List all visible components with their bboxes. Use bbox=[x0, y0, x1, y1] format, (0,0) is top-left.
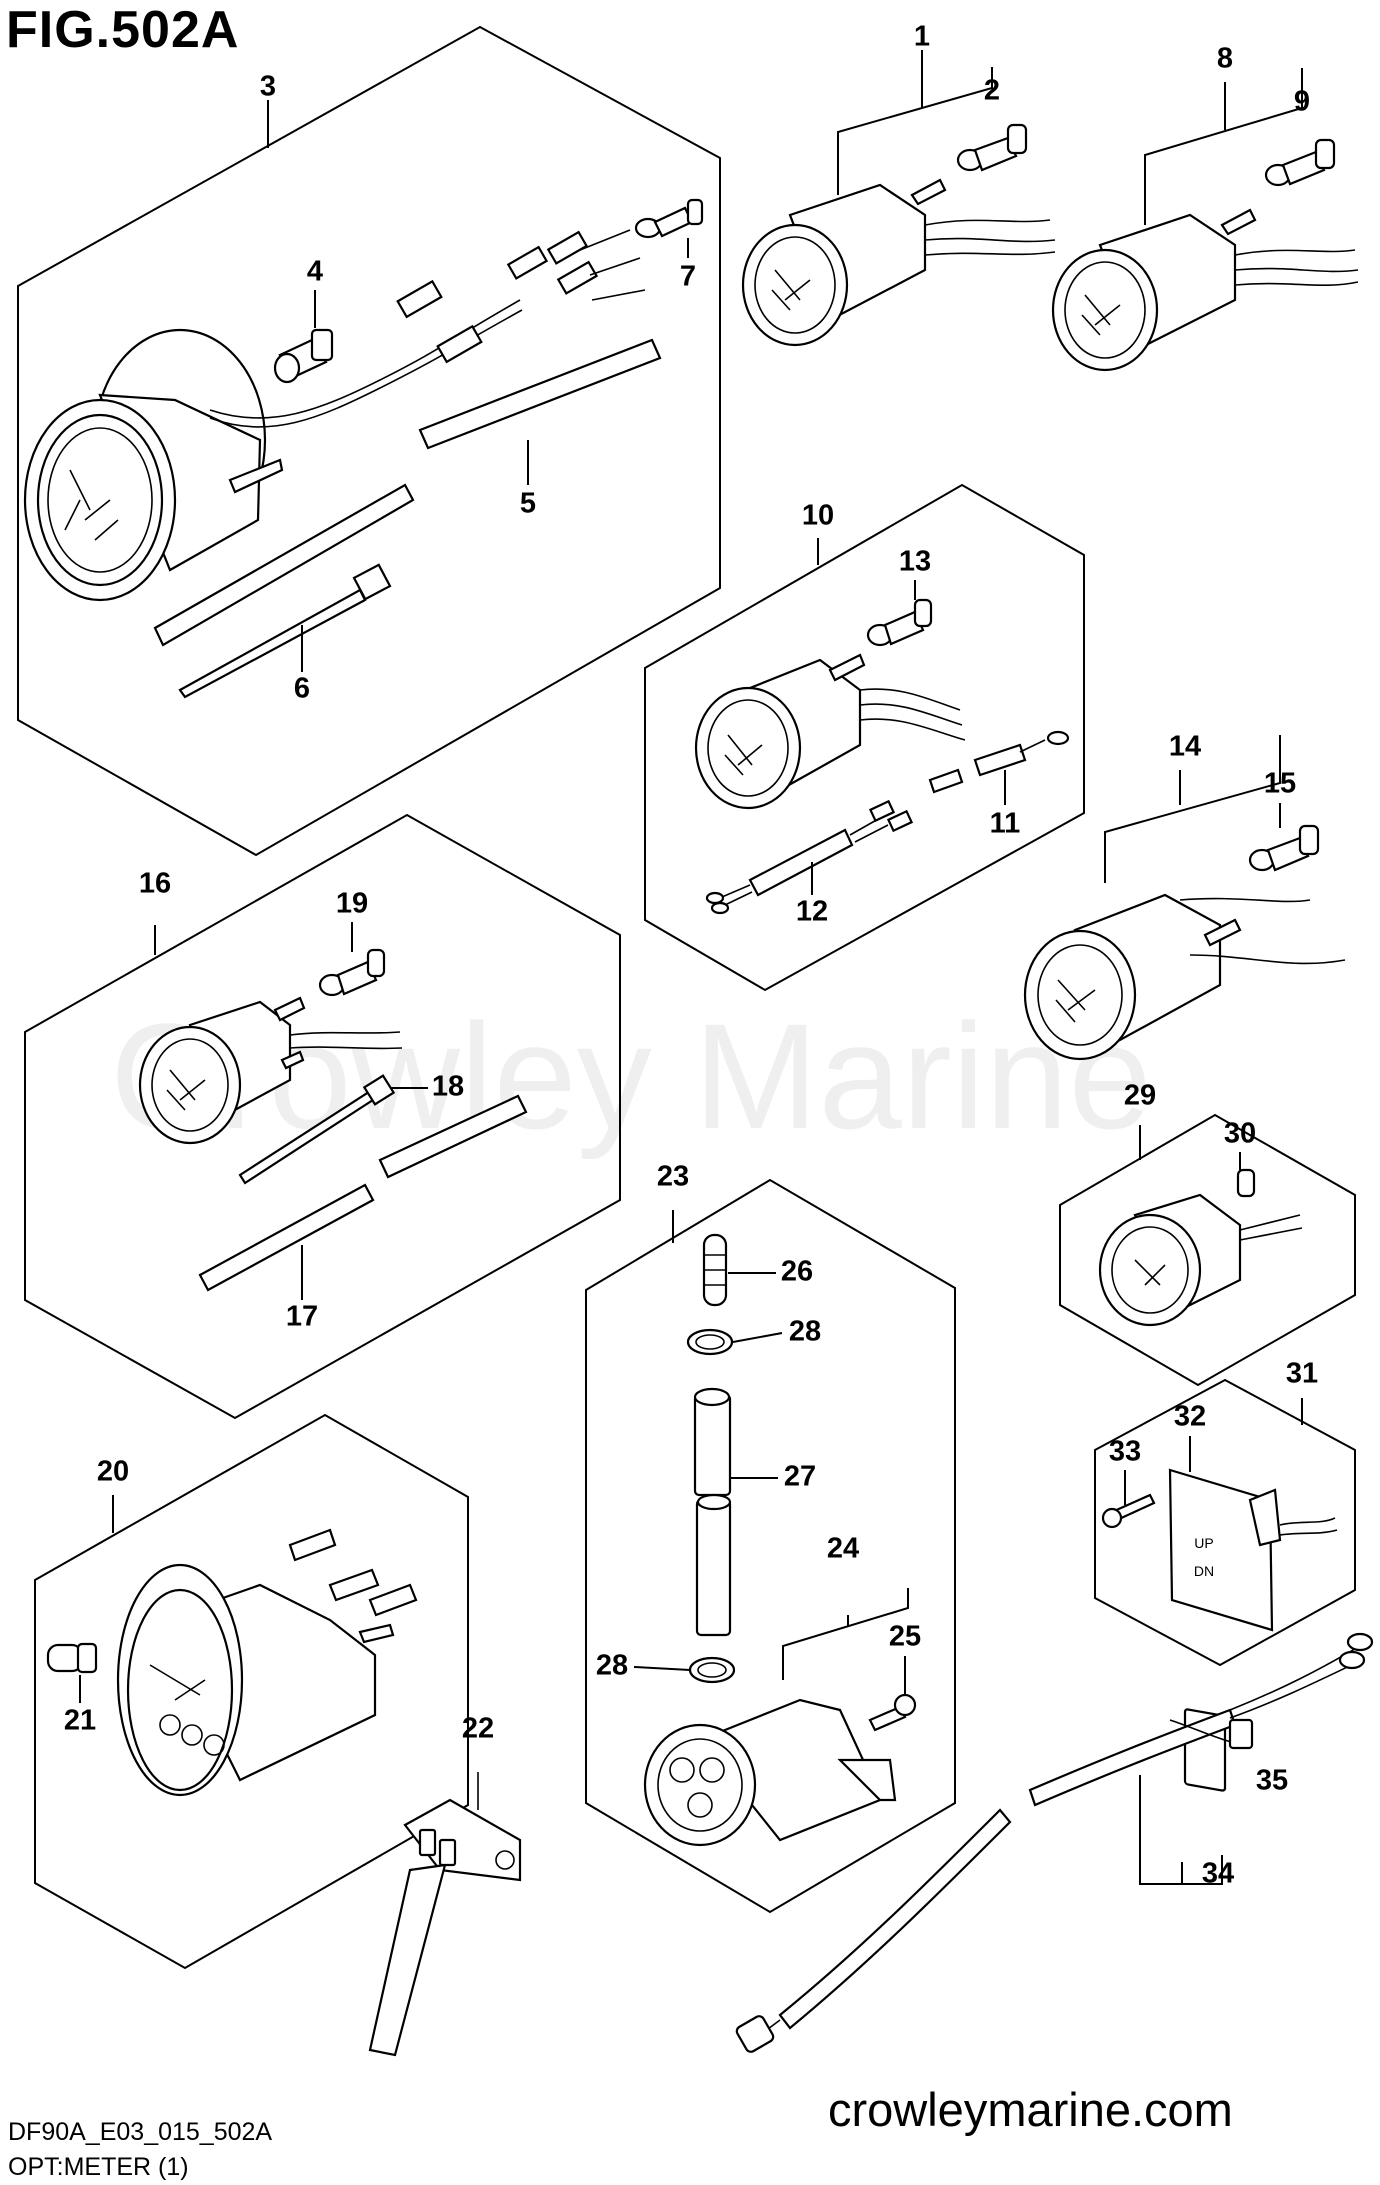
gauge-8-bracket bbox=[1144, 68, 1303, 225]
bulb-13[interactable] bbox=[866, 598, 933, 647]
kit-31-panel bbox=[1094, 1378, 1356, 1667]
callout-25: 25 bbox=[889, 1621, 921, 1653]
gauge-8[interactable] bbox=[1051, 208, 1359, 372]
fuse-35[interactable] bbox=[1228, 1718, 1254, 1750]
cable-tie-6[interactable] bbox=[178, 563, 392, 699]
callout-1: 1 bbox=[914, 21, 930, 53]
bulb-4[interactable] bbox=[273, 328, 334, 384]
leader-lines bbox=[79, 238, 1281, 1703]
bulb-15[interactable] bbox=[1248, 824, 1320, 872]
harness-12[interactable] bbox=[705, 799, 914, 915]
figure-title: FIG.502A bbox=[6, 1, 240, 59]
callout-2: 2 bbox=[984, 75, 1000, 107]
callout-21: 21 bbox=[64, 1705, 96, 1737]
gauge-14[interactable] bbox=[1023, 893, 1346, 1061]
callout-23: 23 bbox=[657, 1161, 689, 1193]
hose-5[interactable] bbox=[153, 338, 662, 647]
kit-23-panel bbox=[585, 1178, 956, 1914]
callout-20: 20 bbox=[97, 1456, 129, 1488]
bulb-21[interactable] bbox=[46, 1642, 98, 1674]
kit-10-panel bbox=[644, 483, 1085, 992]
callout-13: 13 bbox=[899, 546, 931, 578]
bulb-9[interactable] bbox=[1264, 138, 1336, 187]
harness-34-bracket bbox=[1139, 1775, 1223, 1885]
callout-24: 24 bbox=[827, 1533, 859, 1565]
speedometer-gauge-3[interactable] bbox=[23, 229, 646, 602]
callout-31: 31 bbox=[1286, 1358, 1318, 1390]
callout-6: 6 bbox=[294, 673, 310, 705]
kit-20-panel bbox=[34, 1413, 469, 1970]
callout-19: 19 bbox=[336, 888, 368, 920]
website-link[interactable]: crowleymarine.com bbox=[828, 2083, 1233, 2136]
gauge-20[interactable] bbox=[116, 1528, 418, 1797]
callout-4: 4 bbox=[307, 256, 323, 288]
gauge-10[interactable] bbox=[694, 653, 966, 810]
switch-dn-label: DN bbox=[1194, 1563, 1214, 1579]
screw-33[interactable] bbox=[1101, 1493, 1156, 1529]
kit-16-panel bbox=[24, 813, 621, 1420]
kit-3-panel bbox=[17, 25, 721, 857]
callout-35: 35 bbox=[1256, 1765, 1288, 1797]
sender-22[interactable] bbox=[368, 1772, 522, 2057]
bulb-30[interactable] bbox=[1236, 1168, 1256, 1198]
callout-22: 22 bbox=[462, 1713, 494, 1745]
gauge-16[interactable] bbox=[138, 996, 403, 1145]
callout-15: 15 bbox=[1264, 768, 1296, 800]
figure-subtitle: OPT:METER (1) bbox=[8, 2153, 189, 2181]
callout-9: 9 bbox=[1294, 86, 1310, 118]
kit-29-panel bbox=[1059, 1113, 1356, 1387]
pickup-24-bracket bbox=[782, 1588, 909, 1680]
callout-17: 17 bbox=[286, 1301, 318, 1333]
callout-29: 29 bbox=[1124, 1080, 1156, 1112]
screw-25[interactable] bbox=[868, 1693, 917, 1732]
clamp-28-bottom[interactable] bbox=[688, 1656, 736, 1684]
gauge-1[interactable] bbox=[741, 178, 1056, 347]
gauge-29[interactable] bbox=[1098, 1193, 1303, 1327]
callout-34: 34 bbox=[1202, 1858, 1234, 1890]
callout-3: 3 bbox=[260, 71, 276, 103]
hose-27[interactable] bbox=[693, 1387, 732, 1637]
callout-33: 33 bbox=[1109, 1436, 1141, 1468]
callout-26: 26 bbox=[781, 1256, 813, 1288]
bulb-7[interactable] bbox=[634, 198, 704, 239]
gauge-1-bracket bbox=[837, 50, 993, 195]
hose-17[interactable] bbox=[198, 1094, 528, 1292]
callout-12: 12 bbox=[796, 896, 828, 928]
bulb-2[interactable] bbox=[956, 123, 1028, 172]
bulb-19[interactable] bbox=[318, 948, 386, 997]
callout-11: 11 bbox=[990, 808, 1021, 840]
callout-30: 30 bbox=[1224, 1118, 1256, 1150]
callout-16: 16 bbox=[139, 868, 171, 900]
switch-up-label: UP bbox=[1194, 1535, 1213, 1551]
switch-32[interactable]: UP DN bbox=[1168, 1468, 1338, 1792]
callout-10: 10 bbox=[802, 500, 834, 532]
callout-28-top: 28 bbox=[789, 1316, 821, 1348]
callout-32: 32 bbox=[1174, 1401, 1206, 1433]
harness-11[interactable] bbox=[928, 730, 1070, 794]
callout-14: 14 bbox=[1169, 731, 1201, 763]
callout-18: 18 bbox=[432, 1071, 464, 1103]
callout-27: 27 bbox=[784, 1461, 816, 1493]
callout-5: 5 bbox=[520, 488, 536, 520]
clamp-28-top[interactable] bbox=[686, 1328, 734, 1356]
pickup-24[interactable] bbox=[643, 1698, 897, 1847]
callout-7: 7 bbox=[680, 261, 696, 293]
figure-code: DF90A_E03_015_502A bbox=[8, 2118, 273, 2146]
gauge-14-bracket bbox=[1104, 735, 1281, 883]
nipple-26[interactable] bbox=[702, 1233, 728, 1307]
harness-34[interactable] bbox=[735, 1632, 1374, 2054]
callout-8: 8 bbox=[1217, 43, 1233, 75]
cable-tie-18[interactable] bbox=[238, 1074, 396, 1185]
callout-28-bottom: 28 bbox=[596, 1650, 628, 1682]
